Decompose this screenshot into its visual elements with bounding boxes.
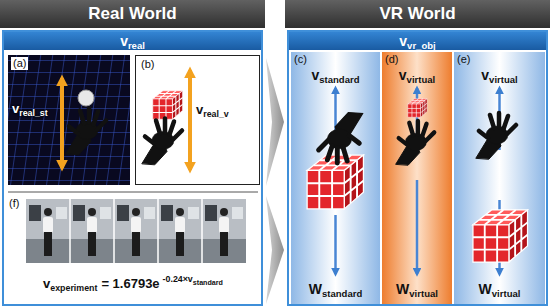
label-text: v xyxy=(120,33,128,49)
hand xyxy=(396,121,434,165)
chevron-arrow xyxy=(266,58,284,186)
label-text: (c) xyxy=(294,53,307,65)
hand xyxy=(476,113,516,159)
section-frame: (a)vreal_st(b)vreal_v(f)vexperiment= 1.6… xyxy=(2,30,263,306)
red-cube xyxy=(153,91,183,120)
script-text: virtual xyxy=(489,74,518,85)
scene-ground xyxy=(8,55,130,185)
chevron-arrow xyxy=(266,196,284,304)
image-panel: (a) vreal_st xyxy=(8,55,130,185)
panel-heading: Real World xyxy=(0,0,265,28)
label-text: v xyxy=(43,276,50,291)
world-panel: (a)vreal_st(b)vreal_v(f)vexperiment= 1.6… xyxy=(0,0,265,308)
grid xyxy=(8,55,130,185)
panel-tag: (f) xyxy=(9,197,19,210)
script-text: -0.24×v xyxy=(163,274,193,284)
panel-tag: (b) xyxy=(139,58,156,71)
label-text: v xyxy=(312,67,320,83)
variable-label: Wvirtual xyxy=(454,280,545,303)
label-text: (f) xyxy=(9,197,19,209)
script-text: vr_obj xyxy=(407,40,436,51)
variable-label: vvirtual xyxy=(382,66,452,89)
ball xyxy=(78,90,94,106)
photo-strip xyxy=(26,199,246,263)
photo-divider xyxy=(70,199,202,263)
label-text: v xyxy=(399,67,407,83)
panel-tag: (c) xyxy=(294,53,307,66)
velocity-arrow xyxy=(188,70,192,170)
label-text: W xyxy=(309,281,322,297)
vr-column: (c)vstandardWstandard xyxy=(291,52,380,304)
script-text: real_v xyxy=(203,109,229,119)
label-text: VR World xyxy=(379,4,455,23)
variable-label: Wstandard xyxy=(291,280,380,303)
photo xyxy=(158,199,202,263)
panel-tag: (e) xyxy=(457,53,470,66)
variable-label: vreal_v xyxy=(196,102,229,122)
section-heading: vreal xyxy=(4,32,261,50)
photo-panel: (f) vexperiment = 1.6793e -0.24×vstandard xyxy=(8,197,258,303)
label-text: v xyxy=(399,33,407,49)
script-text: virtual xyxy=(407,74,436,85)
script-text: real xyxy=(128,40,145,51)
variable-label: vreal_st xyxy=(12,101,48,121)
panel-tag: (d) xyxy=(385,53,398,66)
photo xyxy=(202,199,246,263)
label-text: W xyxy=(479,281,492,297)
label-text: (a) xyxy=(13,57,26,69)
column-ground xyxy=(454,52,545,304)
equation: vexperiment = 1.6793e -0.24×vstandard xyxy=(8,269,258,298)
vr-column: (d)vvirtualWvirtual xyxy=(382,52,452,304)
photo xyxy=(70,199,114,263)
section-frame: (c)vstandardWstandard(d)vvirtualWvirtual… xyxy=(287,30,548,306)
hand xyxy=(66,109,106,155)
hand xyxy=(142,119,182,165)
label-text: v xyxy=(12,101,19,116)
panel-heading: VR World xyxy=(285,0,550,28)
red-cube xyxy=(473,210,528,262)
label-text: v xyxy=(196,102,203,117)
label-text: W xyxy=(396,281,409,297)
label-text: Real World xyxy=(88,4,176,23)
section-heading: vvr_obj xyxy=(289,32,546,50)
script-text: experiment xyxy=(50,283,97,293)
label-text: (e) xyxy=(457,53,470,65)
photo xyxy=(114,199,158,263)
script-text: virtual xyxy=(409,288,438,299)
velocity-arrow xyxy=(60,78,64,168)
variable-label: vvirtual xyxy=(454,66,545,89)
variable-label: vstandard xyxy=(291,66,380,89)
panel-tag: (a) xyxy=(11,57,28,70)
hand xyxy=(319,113,363,164)
script-text: real_st xyxy=(19,108,47,118)
column-ground xyxy=(382,52,452,304)
down-arrow xyxy=(416,180,419,274)
red-cube xyxy=(408,99,427,117)
script-text: standard xyxy=(322,288,362,299)
image-panel: (b) vreal_v xyxy=(135,55,260,185)
script-text: standard xyxy=(319,74,359,85)
label-text: (b) xyxy=(141,58,154,70)
script-text: standard xyxy=(193,279,223,287)
label-text: (d) xyxy=(385,53,398,65)
down-arrow xyxy=(334,215,337,274)
vr-column: (e)vvirtualWvirtual xyxy=(454,52,545,304)
vr-grid-scene xyxy=(8,55,130,185)
cube-scene xyxy=(142,70,190,170)
photo xyxy=(26,199,70,263)
label-text: v xyxy=(481,67,489,83)
world-panel: (c)vstandardWstandard(d)vvirtualWvirtual… xyxy=(285,0,550,308)
column-ground xyxy=(291,52,380,304)
separator xyxy=(8,192,258,193)
script-text: virtual xyxy=(492,288,521,299)
variable-label: Wvirtual xyxy=(382,280,452,303)
equation-term: = 1.6793e xyxy=(101,276,159,291)
